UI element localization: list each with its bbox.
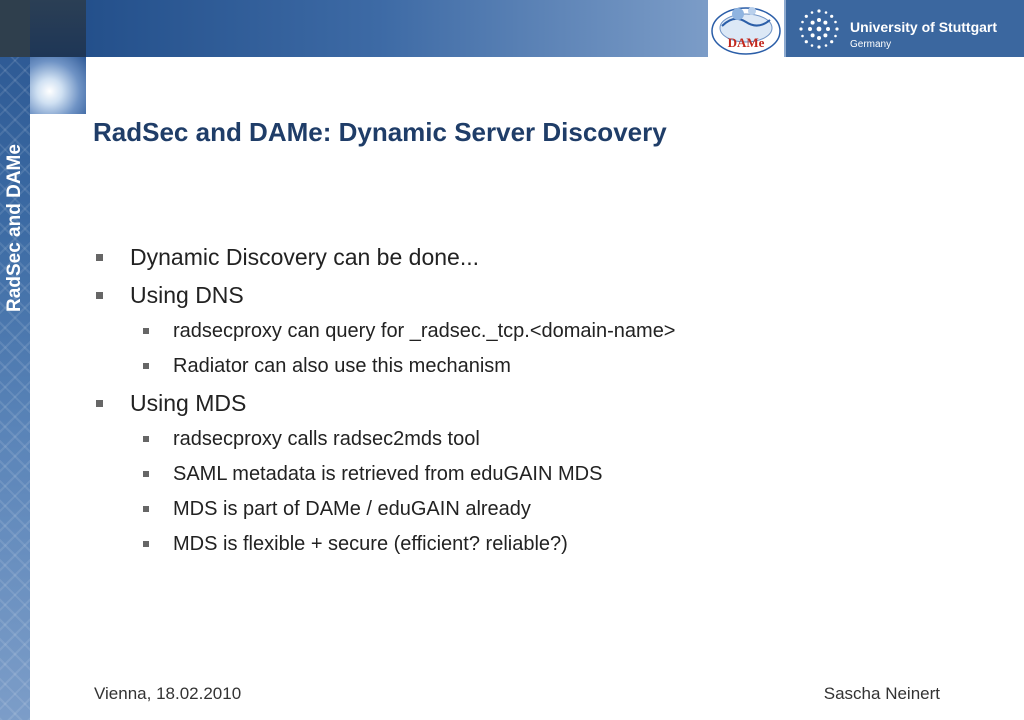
square-bullet-icon	[96, 400, 103, 407]
university-country: Germany	[850, 39, 892, 50]
footer-location-date: Vienna, 18.02.2010	[94, 684, 242, 703]
bullet-text: Using DNS	[130, 282, 244, 308]
dame-logo: DAMe	[708, 0, 784, 57]
square-bullet-icon	[143, 363, 149, 369]
slide-title: RadSec and DAMe: Dynamic Server Discover…	[93, 117, 667, 147]
bullet-text: Dynamic Discovery can be done...	[130, 244, 479, 270]
bullet-text: Using MDS	[130, 390, 247, 416]
dame-logo-icon: DAMe	[711, 7, 781, 55]
sub-bullet-item: radsecproxy calls radsec2mds tool	[95, 424, 995, 459]
sub-bullet-text: radsecproxy can query for _radsec._tcp.<…	[173, 320, 676, 342]
university-seal-icon	[799, 9, 839, 49]
university-logo: University of Stuttgart Germany	[786, 0, 1024, 57]
sidebar-title: RadSec and DAMe	[0, 118, 30, 338]
bullet-item: Using DNS	[95, 278, 995, 316]
sub-bullet-item: MDS is flexible + secure (efficient? rel…	[95, 529, 995, 564]
university-name: University of Stuttgart	[850, 19, 998, 35]
square-bullet-icon	[96, 292, 103, 299]
side-band	[0, 0, 30, 720]
sub-bullet-text: Radiator can also use this mechanism	[173, 355, 511, 377]
sub-bullet-text: SAML metadata is retrieved from eduGAIN …	[173, 463, 603, 485]
bullet-item: Dynamic Discovery can be done...	[95, 240, 995, 278]
sub-bullet-item: Radiator can also use this mechanism	[95, 351, 995, 386]
square-bullet-icon	[143, 541, 149, 547]
square-bullet-icon	[96, 254, 103, 261]
side-band-top	[0, 0, 30, 57]
dame-logo-text: DAMe	[728, 35, 765, 50]
bullet-list: Dynamic Discovery can be done... Using D…	[95, 240, 995, 564]
bullet-item: Using MDS	[95, 386, 995, 424]
sub-bullet-item: SAML metadata is retrieved from eduGAIN …	[95, 459, 995, 494]
sub-bullet-text: MDS is part of DAMe / eduGAIN already	[173, 498, 531, 520]
sub-bullet-item: radsecproxy can query for _radsec._tcp.<…	[95, 316, 995, 351]
square-bullet-icon	[143, 328, 149, 334]
sidebar-title-text: RadSec and DAMe	[4, 144, 25, 312]
sub-bullet-item: MDS is part of DAMe / eduGAIN already	[95, 494, 995, 529]
square-bullet-icon	[143, 506, 149, 512]
header-dark-block	[30, 0, 86, 57]
corner-image	[30, 57, 86, 114]
square-bullet-icon	[143, 436, 149, 442]
sub-bullet-text: radsecproxy calls radsec2mds tool	[173, 428, 480, 450]
sub-bullet-text: MDS is flexible + secure (efficient? rel…	[173, 533, 568, 555]
square-bullet-icon	[143, 471, 149, 477]
footer-author: Sascha Neinert	[823, 684, 940, 703]
